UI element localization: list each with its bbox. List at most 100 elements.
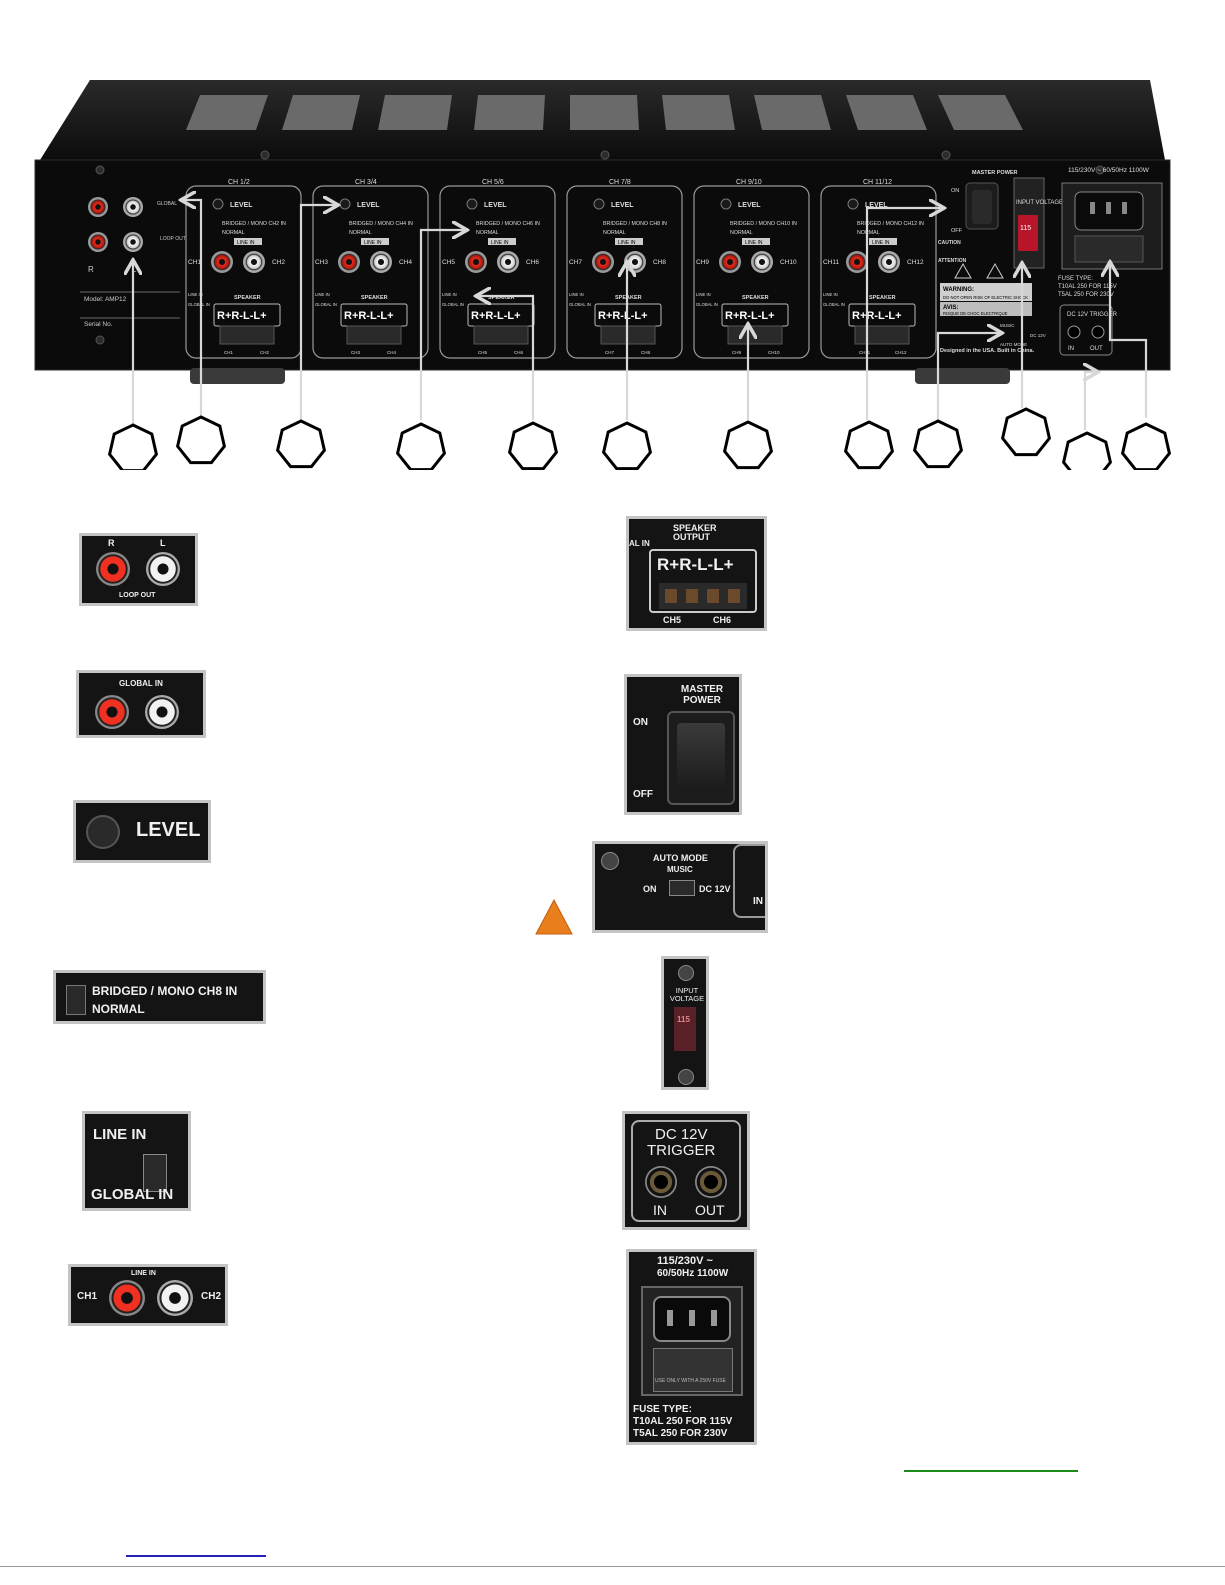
speaker-label: SPEAKER xyxy=(742,295,769,301)
on-label: ON xyxy=(951,188,959,194)
speaker-label: SPEAKER xyxy=(234,295,261,301)
svg-text:T10AL 250 FOR 115V: T10AL 250 FOR 115V xyxy=(1058,284,1117,290)
svg-text:OUT: OUT xyxy=(1090,346,1103,352)
level-knob xyxy=(466,198,478,210)
bridged-label: BRIDGED / MONO CH12 IN xyxy=(857,221,924,227)
red-rca-jack xyxy=(846,251,868,273)
speaker-terminal-block xyxy=(473,325,529,345)
rocker-switch-icon xyxy=(667,711,735,805)
input-voltage-thumbnail: INPUT VOLTAGE 115 xyxy=(661,956,709,1090)
white-rca-jack xyxy=(370,251,392,273)
bottom-left-label: CH9 xyxy=(732,350,741,355)
line-in-badge xyxy=(361,238,389,245)
callout-markers xyxy=(107,407,1172,470)
callout-marker-12 xyxy=(1120,422,1172,470)
line-in-label: LINE IN xyxy=(237,240,255,246)
bridge-switch-thumbnail: BRIDGED / MONO CH8 IN NORMAL xyxy=(53,970,266,1024)
dc-trigger-thumbnail: DC 12V TRIGGER IN OUT xyxy=(622,1111,750,1230)
svg-text:FUSE TYPE:: FUSE TYPE: xyxy=(1058,276,1093,282)
line-in-switch-label: LINE IN xyxy=(315,292,330,297)
channel-name-label: CH 3/4 xyxy=(355,179,377,186)
line-in-switch-label: LINE IN xyxy=(188,292,203,297)
callout-marker-1 xyxy=(107,423,159,470)
warning-triangle-icon xyxy=(535,898,573,935)
master-power-thumbnail: MASTER POWER ON OFF xyxy=(624,674,742,815)
svg-text:WARNING:: WARNING: xyxy=(943,287,974,293)
bottom-right-label: CH8 xyxy=(641,350,650,355)
white-rca-jack xyxy=(878,251,900,273)
underline-link[interactable] xyxy=(904,1470,1078,1472)
line-in-badge xyxy=(615,238,643,245)
red-rca-jack xyxy=(465,251,487,273)
line-in-label: LINE IN xyxy=(872,240,890,246)
svg-text:IN: IN xyxy=(1068,346,1074,352)
line-in-switch-label: LINE IN xyxy=(442,292,457,297)
line-in-label: LINE IN xyxy=(491,240,509,246)
level-label: LEVEL xyxy=(865,202,888,209)
line-in-thumbnail: LINE IN CH1 CH2 xyxy=(68,1264,228,1326)
speaker-terminal-block xyxy=(727,325,783,345)
line-global-switch-thumbnail: LINE IN GLOBAL IN xyxy=(82,1111,191,1211)
bottom-right-label: CH2 xyxy=(260,350,269,355)
amplifier-rear-panel: R L GLOBAL LOOP OUT Model: AMP12 Serial … xyxy=(34,80,1172,470)
white-rca-jack xyxy=(751,251,773,273)
bottom-right-label: CH12 xyxy=(895,350,907,355)
voltage-selector-window xyxy=(674,1007,696,1051)
level-thumbnail: LEVEL xyxy=(73,800,211,863)
normal-label: NORMAL xyxy=(603,230,626,236)
white-rca-jack xyxy=(497,251,519,273)
callout-marker-6 xyxy=(601,421,653,470)
bottom-left-label: CH3 xyxy=(351,350,360,355)
bridged-label: BRIDGED / MONO CH6 IN xyxy=(476,221,540,227)
bottom-left-label: CH7 xyxy=(605,350,614,355)
callout-marker-5 xyxy=(507,421,559,470)
speaker-label: SPEAKER xyxy=(615,295,642,301)
red-rca-jack xyxy=(96,552,130,586)
avis-label xyxy=(940,302,1032,316)
power-inlet-thumbnail: 115/230V ~ 60/50Hz 1100W USE ONLY WITH A… xyxy=(626,1249,757,1445)
channel-module-frame xyxy=(439,185,556,359)
speaker-terminal-label: R+R-L-L+ xyxy=(217,310,267,322)
line-in-badge xyxy=(742,238,770,245)
channel-right-label: CH6 xyxy=(526,259,539,266)
bridged-label: BRIDGED / MONO CH4 IN xyxy=(349,221,413,227)
line-in-switch-label: LINE IN xyxy=(569,292,584,297)
speaker-terminal-label: R+R-L-L+ xyxy=(725,310,775,322)
screw-icon xyxy=(601,852,619,870)
channel-name-label: CH 7/8 xyxy=(609,179,631,186)
off-label: OFF xyxy=(951,228,963,234)
svg-text:T5AL 250 FOR 230V: T5AL 250 FOR 230V xyxy=(1058,292,1114,298)
warning-label xyxy=(940,283,1032,301)
speaker-terminal-label: R+R-L-L+ xyxy=(598,310,648,322)
channel-left-label: CH7 xyxy=(569,259,582,266)
normal-label: NORMAL xyxy=(730,230,753,236)
speaker-terminal-label: R+R-L-L+ xyxy=(852,310,902,322)
level-label: LEVEL xyxy=(738,202,761,209)
rca-r-label: R xyxy=(88,265,94,274)
svg-text:RISQUE DE CHOC ELECTRIQUE: RISQUE DE CHOC ELECTRIQUE xyxy=(943,311,1008,316)
line-in-label: LINE IN xyxy=(618,240,636,246)
level-knob xyxy=(593,198,605,210)
white-rca-jack xyxy=(146,552,180,586)
red-rca-jack xyxy=(211,251,233,273)
channel-module-frame xyxy=(566,185,683,359)
svg-text:DC 12V TRIGGER: DC 12V TRIGGER xyxy=(1067,312,1118,318)
bridged-label: BRIDGED / MONO CH8 IN xyxy=(603,221,667,227)
callout-marker-7 xyxy=(722,420,774,470)
master-power-label: MASTER POWER xyxy=(972,170,1018,176)
iec-inlet-icon: USE ONLY WITH A 250V FUSE xyxy=(641,1286,743,1396)
level-label: LEVEL xyxy=(484,202,507,209)
line-in-badge xyxy=(869,238,897,245)
underline-link[interactable] xyxy=(126,1555,266,1557)
svg-text:AVIS:: AVIS: xyxy=(943,305,959,311)
speaker-terminal-block xyxy=(346,325,402,345)
slide-switch-icon xyxy=(66,985,86,1015)
global-in-switch-label: GLOBAL IN xyxy=(315,302,337,307)
bottom-left-label: CH5 xyxy=(478,350,487,355)
svg-text:MUSIC: MUSIC xyxy=(1000,323,1015,328)
svg-text:DO NOT OPEN RISK OF ELECTRIC S: DO NOT OPEN RISK OF ELECTRIC SHOCK xyxy=(943,295,1028,300)
global-in-switch-label: GLOBAL IN xyxy=(569,302,591,307)
global-in-switch-label: GLOBAL IN xyxy=(442,302,464,307)
channel-name-label: CH 9/10 xyxy=(736,179,762,186)
